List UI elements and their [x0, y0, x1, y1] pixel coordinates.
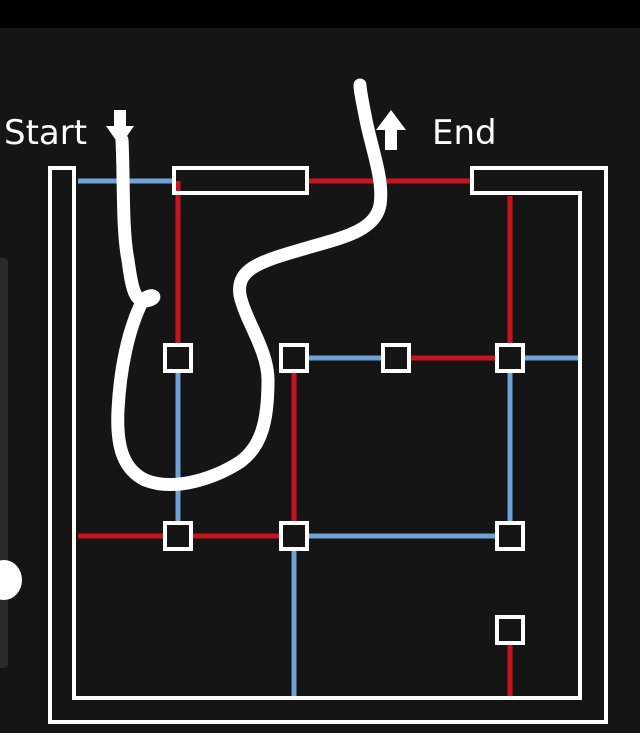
node-markers — [163, 343, 525, 645]
node — [279, 343, 309, 373]
node — [163, 521, 193, 551]
end-label: End — [432, 113, 497, 153]
maze-walls — [48, 166, 608, 724]
node — [163, 343, 193, 373]
node — [495, 343, 525, 373]
drawn-solution-path — [111, 78, 388, 491]
status-bar — [0, 0, 640, 28]
node — [279, 521, 309, 551]
wire-segments — [78, 178, 580, 698]
side-scroll-track[interactable] — [0, 258, 8, 668]
top-gate-block — [172, 166, 309, 195]
start-label: Start — [4, 113, 87, 153]
slider-handle[interactable] — [0, 560, 22, 600]
outer-wall — [48, 166, 608, 724]
node — [381, 343, 411, 373]
node — [495, 521, 525, 551]
arrow-up-icon — [376, 110, 406, 150]
puzzle-background — [0, 28, 640, 733]
node — [495, 615, 525, 645]
